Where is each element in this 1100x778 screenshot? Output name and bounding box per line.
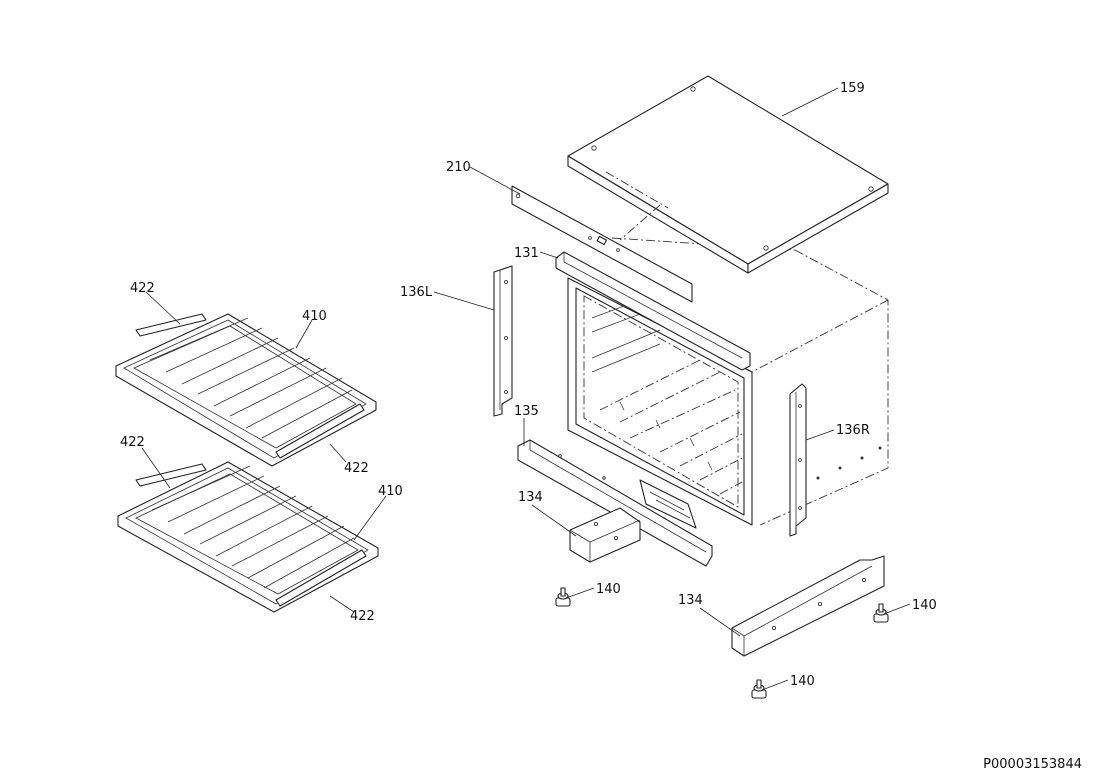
label-422-shelf2-top: 422 (120, 435, 145, 450)
label-131: 131 (514, 246, 539, 261)
label-210: 210 (446, 160, 471, 175)
leader-lines (141, 87, 911, 691)
label-422-shelf1-top: 422 (130, 281, 155, 296)
label-136l: 136L (400, 285, 433, 300)
label-136r: 136R (836, 423, 870, 438)
shelf-1 (115, 313, 377, 467)
bottom-rail (517, 439, 713, 567)
side-panel-left (493, 265, 513, 417)
shelf-2 (117, 461, 379, 613)
document-code: P00003153844 (983, 757, 1082, 772)
label-134-right: 134 (678, 593, 703, 608)
label-140-3: 140 (790, 674, 815, 689)
foot-3 (751, 679, 767, 699)
label-140-2: 140 (912, 598, 937, 613)
base-bracket-left (569, 507, 641, 563)
foot-2 (873, 603, 889, 623)
foot-1 (555, 587, 571, 607)
base-bracket-right (731, 555, 885, 657)
label-134-left: 134 (518, 490, 543, 505)
label-159: 159 (840, 81, 865, 96)
top-rail (555, 251, 751, 371)
side-panel-right (789, 383, 807, 537)
label-135: 135 (514, 404, 539, 419)
top-cover (567, 75, 889, 274)
front-bar (511, 185, 693, 303)
label-140-1: 140 (596, 582, 621, 597)
label-410-shelf2: 410 (378, 484, 403, 499)
label-422-shelf1-bottom: 422 (344, 461, 369, 476)
inner-frame (567, 277, 753, 526)
label-422-shelf2-bottom: 422 (350, 609, 375, 624)
label-410-shelf1: 410 (302, 309, 327, 324)
